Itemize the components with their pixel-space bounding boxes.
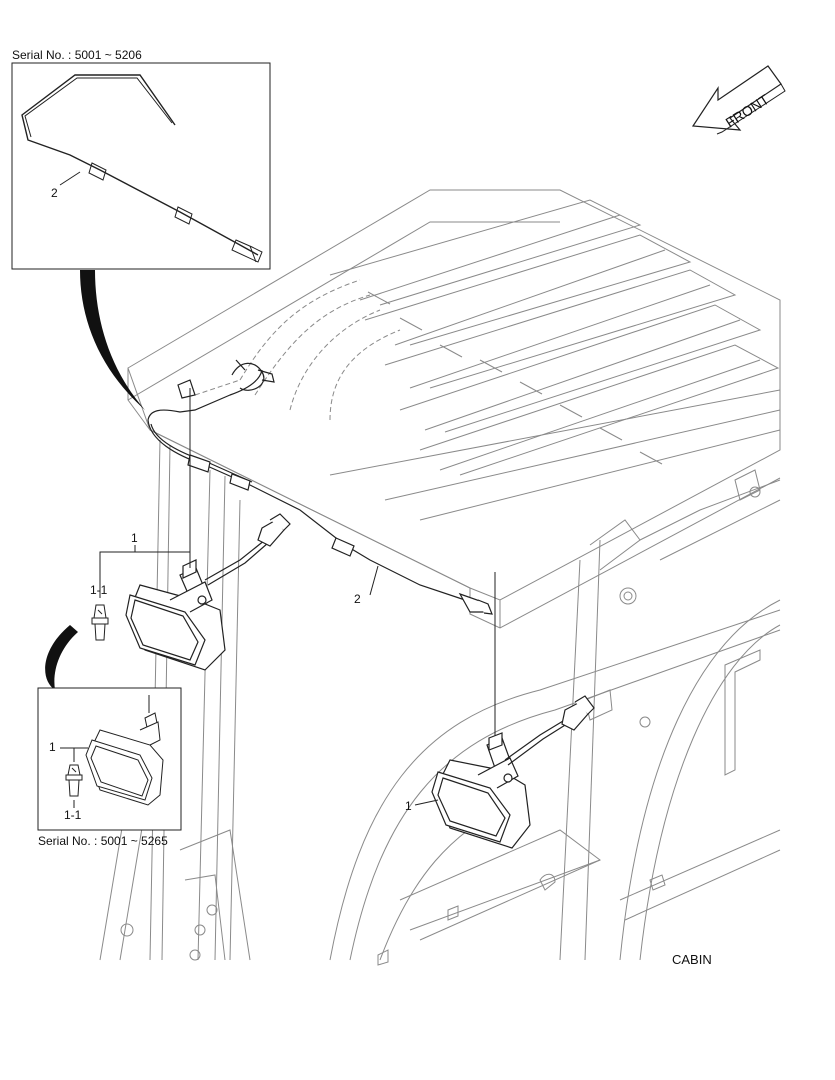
serial-number-top: Serial No. : 5001 ~ 5206: [12, 48, 142, 62]
work-lamp-right: [431, 572, 595, 849]
leader-lines: [99, 545, 439, 806]
serial-number-bottom: Serial No. : 5001 ~ 5265: [38, 834, 168, 848]
cabin-structure: [99, 189, 781, 966]
part-label-2-inset: 2: [51, 186, 58, 200]
work-lamp-left: [125, 388, 226, 671]
part-label-1-right: 1: [405, 799, 412, 813]
bottom-inset: [37, 687, 182, 831]
callout-arrows: [45, 270, 145, 690]
part-label-1-1-main: 1-1: [90, 583, 108, 597]
wiring-harness: [147, 359, 493, 615]
front-arrow: FRONT: [691, 65, 786, 135]
part-label-1-inset: 1: [49, 740, 56, 754]
part-label-1-main: 1: [131, 531, 138, 545]
halogen-bulb-main: [91, 604, 109, 641]
part-label-1-1-inset: 1-1: [64, 808, 82, 822]
top-inset: [11, 62, 271, 270]
cabin-label: CABIN: [672, 952, 712, 967]
part-label-2-main: 2: [354, 592, 361, 606]
